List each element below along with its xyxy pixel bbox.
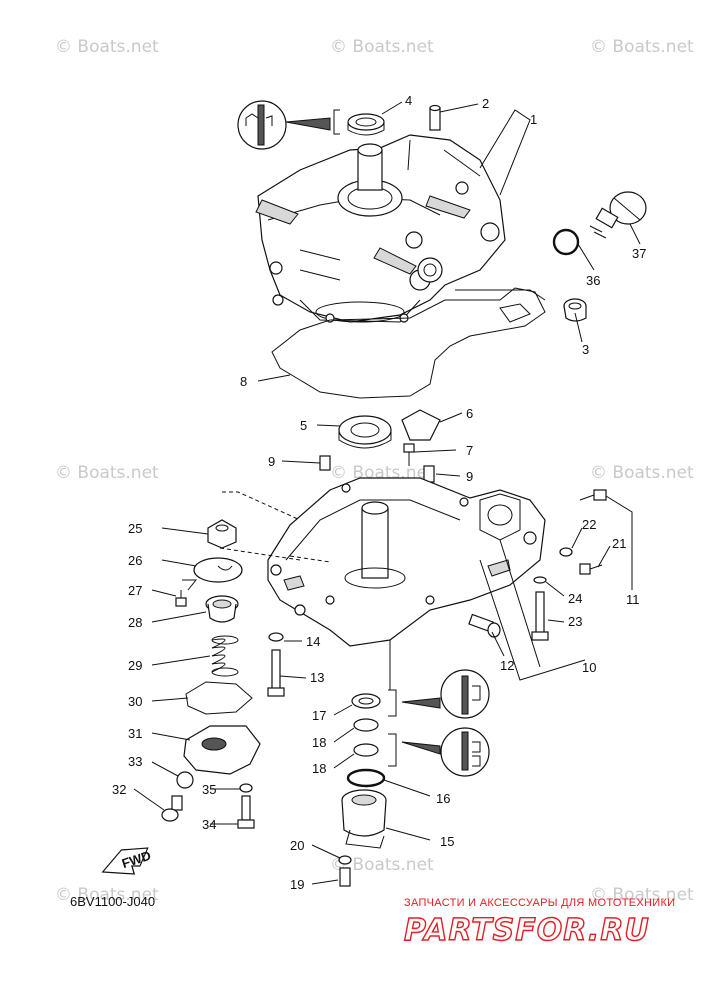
- leader-lines: [133, 101, 641, 885]
- part-label-33: 33: [128, 754, 142, 769]
- part-9-dowel: [319, 455, 331, 471]
- leader-27: [182, 579, 198, 591]
- part-label-23: 23: [568, 614, 582, 629]
- part-26-cover: [193, 557, 243, 583]
- part-label-21: 21: [612, 536, 626, 551]
- watermark: © Boats.net: [55, 885, 159, 905]
- part-27-screw: [175, 590, 187, 607]
- part-4-oil-seal: [347, 113, 385, 136]
- part-label-1: 1: [530, 112, 537, 127]
- part-label-6: 6: [466, 406, 473, 421]
- part-25-cap: [207, 519, 237, 549]
- part-29-spring: [211, 635, 239, 677]
- seal-detail-callout-18: [388, 727, 490, 777]
- seal-detail-callout: [237, 100, 340, 150]
- fwd-arrow-icon: FWD: [101, 847, 153, 875]
- part-label-30: 30: [128, 694, 142, 709]
- part-12-bolt: [468, 613, 501, 638]
- part-21-bolt: [579, 563, 603, 575]
- part-label-26: 26: [128, 553, 142, 568]
- part-22-washer: [559, 547, 573, 557]
- part-17-oil-seal: [351, 693, 381, 709]
- part-label-2: 2: [482, 96, 489, 111]
- part-11-bolt: [579, 489, 607, 501]
- part-label-37: 37: [632, 246, 646, 261]
- part-label-22: 22: [582, 517, 596, 532]
- footer-tagline: ЗАПЧАСТИ И АКСЕССУАРЫ ДЛЯ МОТОТЕХНИКИ: [404, 897, 675, 909]
- part-33-washer: [176, 771, 194, 789]
- part-3-bushing: [563, 298, 587, 322]
- part-label-27: 27: [128, 583, 142, 598]
- part-label-16: 16: [436, 791, 450, 806]
- part-20-washer: [338, 855, 352, 865]
- watermark: © Boats.net: [590, 463, 694, 483]
- part-label-12: 12: [500, 658, 514, 673]
- part-31-housing: [183, 725, 261, 775]
- part-18-oil-seal: [353, 718, 379, 732]
- watermark: © Boats.net: [55, 37, 159, 57]
- part-18-oil-seal: [353, 743, 379, 757]
- cylinder-crankcase-assembly: [255, 134, 546, 323]
- part-labels: 1 2 3 4 5 6 7 8 9 9 10 11 12 13 14 15 16…: [112, 93, 646, 892]
- part-28-thermostat: [205, 595, 239, 623]
- watermark: © Boats.net: [55, 463, 159, 483]
- part-34-bolt: [237, 795, 255, 829]
- footer-brand-logo: PARTSFOR.RU: [404, 913, 650, 948]
- part-label-3: 3: [582, 342, 589, 357]
- part-label-18: 18: [312, 761, 326, 776]
- part-label-36: 36: [586, 273, 600, 288]
- watermark: © Boats.net: [590, 885, 694, 905]
- diagram-code: 6BV1100-J040: [70, 894, 155, 909]
- part-label-5: 5: [300, 418, 307, 433]
- watermark: © Boats.net: [590, 37, 694, 57]
- part-label-13: 13: [310, 670, 324, 685]
- watermark: © Boats.net: [330, 37, 434, 57]
- part-label-11: 11: [626, 592, 640, 607]
- part-15-housing: [341, 789, 387, 849]
- part-label-14: 14: [306, 634, 320, 649]
- part-label-25: 25: [128, 521, 142, 536]
- part-label-9: 9: [466, 469, 473, 484]
- part-6-plate: [401, 409, 441, 441]
- part-label-34: 34: [202, 817, 216, 832]
- part-13-bolt: [267, 649, 285, 697]
- part-label-32: 32: [112, 782, 126, 797]
- part-37-oil-filler-cap: [589, 191, 647, 239]
- footer-branding: ЗАПЧАСТИ И АКСЕССУАРЫ ДЛЯ МОТОТЕХНИКИ PA…: [403, 897, 675, 949]
- part-2-dowel: [429, 104, 441, 131]
- part-label-28: 28: [128, 615, 142, 630]
- part-label-29: 29: [128, 658, 142, 673]
- part-23-bolt: [531, 591, 549, 641]
- part-label-10: 10: [582, 660, 596, 675]
- part-16-o-ring: [346, 768, 386, 788]
- part-label-15: 15: [440, 834, 454, 849]
- part-label-7: 7: [466, 443, 473, 458]
- part-30-gasket: [185, 681, 253, 715]
- seal-detail-callout-17: [388, 669, 490, 719]
- part-14-washer: [268, 632, 284, 642]
- watermark: © Boats.net: [330, 855, 434, 875]
- part-8-gasket: [271, 287, 546, 399]
- assembly-dash-line: [219, 491, 331, 563]
- part-label-35: 35: [202, 782, 216, 797]
- part-19-bolt: [339, 867, 351, 887]
- part-label-17: 17: [312, 708, 326, 723]
- lower-crankcase-assembly: [267, 477, 546, 690]
- part-label-19: 19: [290, 877, 304, 892]
- part-label-31: 31: [128, 726, 142, 741]
- part-32-bolt: [161, 795, 183, 822]
- part-35-washer: [239, 783, 253, 793]
- part-label-18: 18: [312, 735, 326, 750]
- watermark-layer: © Boats.net © Boats.net © Boats.net © Bo…: [55, 37, 694, 905]
- part-label-20: 20: [290, 838, 304, 853]
- part-7-screw: [403, 443, 415, 466]
- part-label-9: 9: [268, 454, 275, 469]
- part-label-4: 4: [405, 93, 412, 108]
- part-5-bearing: [338, 415, 392, 449]
- part-label-24: 24: [568, 591, 582, 606]
- part-36-o-ring: [552, 228, 580, 256]
- part-label-8: 8: [240, 374, 247, 389]
- part-24-washer: [533, 576, 547, 584]
